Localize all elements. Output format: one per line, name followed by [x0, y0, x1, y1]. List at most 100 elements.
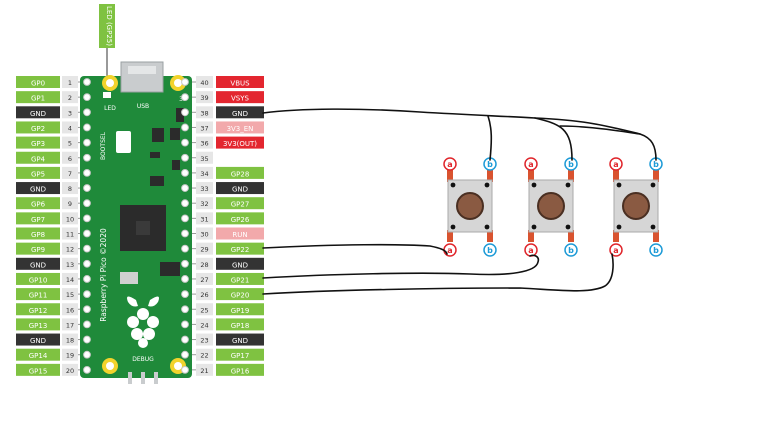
button-cap: [456, 192, 484, 220]
wires: [262, 108, 657, 295]
pin-marker-label: a: [528, 246, 533, 255]
header-pad: [181, 335, 189, 344]
pin-marker-label: b: [653, 160, 659, 169]
debug-pin: [128, 372, 132, 384]
pin-label-box: [16, 197, 60, 210]
right-pin-label: VBUS: [230, 80, 250, 88]
flash-chip: [160, 262, 180, 276]
pin-number-box: [196, 257, 213, 270]
pin-label-box: [16, 121, 60, 134]
wire-gnd-branch-1: [487, 115, 493, 161]
right-pin-number: 21: [200, 367, 208, 375]
pin-number-box: [62, 348, 78, 361]
pin-marker-label: a: [613, 246, 618, 255]
pin-number-box: [196, 348, 213, 361]
pico-board: LED (GP25) LED USB 39 BOOTSEL Raspberry …: [80, 4, 192, 384]
pin-number-box: [196, 242, 213, 255]
pin-label-box: [216, 257, 264, 270]
pin-number-box: [62, 242, 78, 255]
pin-marker: [564, 243, 578, 257]
right-pin-label: GND: [232, 186, 248, 194]
pin-marker-label: a: [447, 246, 452, 255]
right-pin-label: RUN: [232, 231, 247, 239]
right-pin-label: GP18: [231, 322, 250, 330]
header-pad: [83, 214, 91, 223]
header-pad: [181, 229, 189, 238]
led-silk-label: LED: [104, 105, 116, 112]
pin-marker-label: a: [613, 160, 618, 169]
pin-label-box: [16, 288, 60, 301]
right-pin-label: GND: [232, 110, 248, 118]
pin-label-box: [216, 121, 264, 134]
header-pad: [181, 138, 189, 147]
led-tag: [99, 4, 115, 48]
pin-label-box: [216, 197, 264, 210]
button-lead: [487, 230, 493, 242]
pin-label-box: [216, 76, 264, 88]
right-pin-number: 30: [200, 231, 208, 239]
left-pin-label: GP11: [29, 292, 48, 300]
pin-number-box: [62, 303, 78, 316]
header-pad: [83, 138, 91, 147]
button-cap: [537, 192, 565, 220]
pin-number-box: [196, 182, 213, 195]
pin-label-box: [216, 91, 264, 104]
pin-label-box: [16, 348, 60, 361]
button-lead: [653, 230, 659, 242]
right-pin-label: GND: [232, 261, 248, 269]
board-title: Raspberry Pi Pico ©2020: [99, 228, 108, 322]
button-lead: [653, 170, 659, 182]
pin-marker-label: b: [487, 246, 493, 255]
pin-number-box: [196, 91, 213, 104]
pin-number-box: [196, 106, 213, 119]
header-pad: [181, 350, 189, 359]
left-pin-label: GP12: [29, 307, 48, 315]
pin-number-box: [62, 151, 78, 164]
right-pin-number: 27: [200, 276, 208, 284]
pin-marker: [524, 157, 538, 171]
pin-number-box: [196, 272, 213, 285]
pin-number-box: [62, 212, 78, 225]
pin-number-box: [196, 288, 213, 301]
left-pin-label: GP9: [31, 246, 45, 254]
wire-gnd-38: [262, 108, 657, 161]
right-pin-label: GP20: [231, 292, 250, 300]
right-pin-number: 34: [200, 170, 208, 178]
pin-number-box: [196, 303, 213, 316]
header-pad: [181, 214, 189, 223]
header-pad: [181, 365, 189, 374]
button-lead: [613, 170, 619, 182]
pin-label-box: [16, 76, 60, 88]
left-pin-number: 9: [68, 200, 72, 208]
header-pad: [181, 244, 189, 253]
pin-label-box: [16, 212, 60, 225]
header-pad: [181, 305, 189, 314]
left-pin-number: 12: [66, 246, 74, 254]
pin-label-box: [216, 106, 264, 119]
pin-label-box: [216, 136, 264, 149]
pin-number-box: [196, 76, 213, 88]
left-pin-label: GP8: [31, 231, 45, 239]
button-lead: [528, 170, 534, 182]
right-pin-number: 40: [200, 79, 208, 87]
left-pin-label: GND: [30, 110, 46, 118]
bootsel-label: BOOTSEL: [100, 131, 107, 160]
pin-label-box: [16, 182, 60, 195]
left-pin-label: GP14: [29, 352, 48, 360]
pin-label-box: [216, 348, 264, 361]
header-pad: [181, 199, 189, 208]
header-pad: [83, 335, 91, 344]
pin-marker-label: a: [447, 160, 452, 169]
button-lead: [447, 230, 453, 242]
pin-label-box: [216, 303, 264, 316]
header-pad: [181, 123, 189, 132]
button-cap: [622, 192, 650, 220]
pin-label-box: [16, 151, 60, 164]
header-pad: [83, 305, 91, 314]
left-pin-label: GP6: [31, 201, 46, 209]
left-pin-label: GP5: [31, 170, 45, 178]
header-pad: [83, 93, 91, 102]
header-pad: [181, 153, 189, 162]
pin-marker: [649, 243, 663, 257]
